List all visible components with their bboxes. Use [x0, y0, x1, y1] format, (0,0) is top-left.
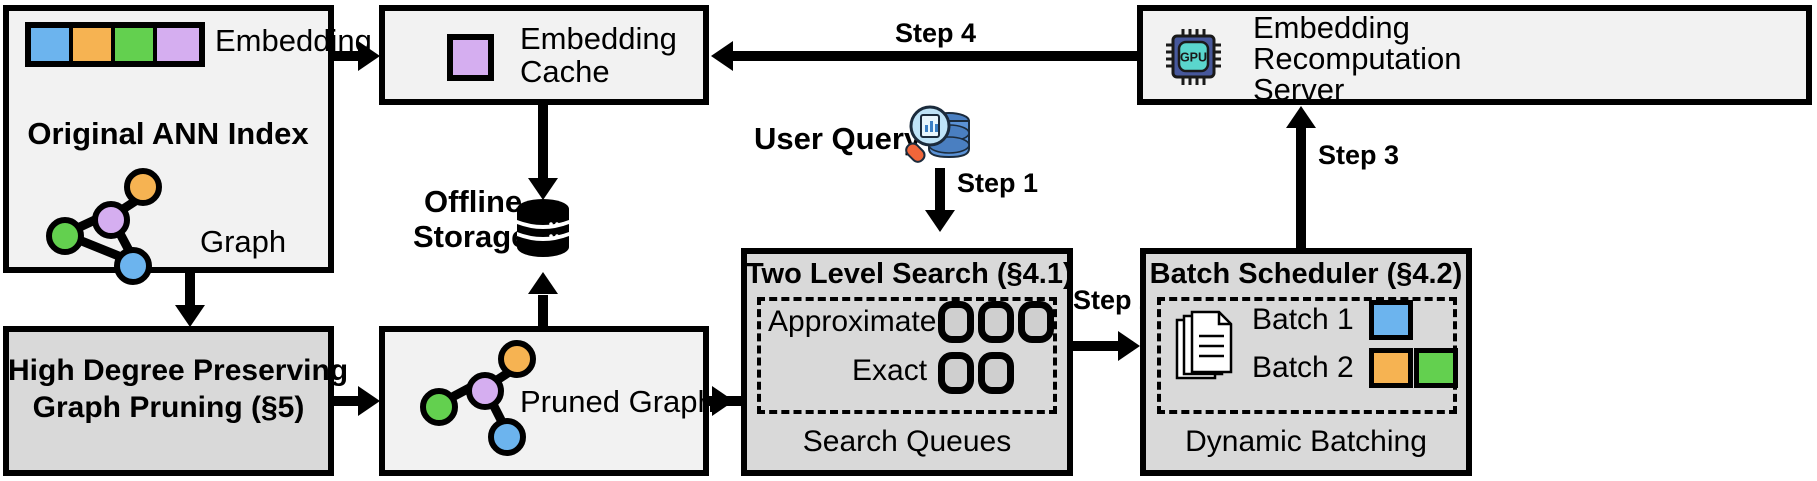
arrow-pruned-to-search-head — [712, 386, 734, 416]
queue-slot-approximate-2 — [978, 301, 1014, 343]
queue-slot-exact-1 — [938, 352, 974, 394]
graph-node-green — [46, 217, 84, 255]
documents-icon — [1175, 310, 1237, 386]
queue-slot-approximate-3 — [1018, 301, 1054, 343]
batch-1-label: Batch 1 — [1252, 303, 1354, 336]
ann-index-graph — [40, 168, 162, 285]
embedding-cache-line2: Cache — [520, 54, 610, 89]
step1-label: Step 1 — [957, 168, 1039, 198]
recomputation-server-line1: Embedding — [1253, 10, 1410, 45]
arrow-step3-head — [1286, 106, 1316, 128]
batch-2-label: Batch 2 — [1252, 351, 1354, 384]
graph-node-blue — [114, 247, 152, 285]
search-database-icon — [900, 103, 972, 169]
step4-label: Step 4 — [895, 18, 977, 48]
arrow-step3-line — [1296, 128, 1306, 248]
arrow-pruning-to-pruned-head — [358, 386, 380, 416]
exact-label: Exact — [852, 354, 928, 387]
user-query-label: User Query — [754, 121, 922, 156]
two-level-search-title: Two Level Search (§4.1) — [746, 258, 1073, 290]
graph-pruning-line2: Graph Pruning (§5) — [32, 391, 305, 424]
graph-pruning-line1: High Degree Preserving — [8, 354, 349, 387]
graph-node-green — [420, 388, 458, 426]
dynamic-batching-footer: Dynamic Batching — [1185, 425, 1427, 458]
graph-node-orange — [124, 168, 162, 206]
arrow-pruned-to-storage-head — [528, 272, 558, 294]
arrow-step2-line — [1073, 341, 1133, 351]
batch-1-chip-blue — [1369, 300, 1413, 340]
embedding-cache-line1: Embedding — [520, 21, 677, 56]
database-cylinder-icon — [515, 198, 571, 260]
recomputation-server-line3: Server — [1253, 72, 1345, 107]
box-graph-pruning — [3, 326, 334, 476]
batch-scheduler-title: Batch Scheduler (§4.2) — [1149, 258, 1463, 290]
arrow-step4-head — [711, 41, 733, 71]
graph-node-blue — [488, 418, 526, 456]
arrow-cache-to-storage-line — [538, 105, 548, 183]
embedding-swatch-strip — [25, 22, 205, 67]
search-queues-dashed-region — [757, 297, 1057, 414]
arrow-pruned-to-storage-line — [538, 295, 548, 330]
graph-label: Graph — [200, 224, 287, 259]
arrow-pruning-to-pruned-line — [334, 396, 370, 406]
offline-storage-line2: Storage — [413, 219, 529, 254]
batch-2-chip-orange — [1369, 348, 1413, 388]
arrow-step2-head — [1118, 331, 1140, 361]
arrow-step1-line — [935, 168, 945, 216]
embedding-swatch-purple — [157, 28, 200, 61]
arrow-ann-to-pruning-head — [175, 305, 205, 327]
graph-node-purple — [466, 372, 504, 410]
arrow-ann-to-cache-line — [334, 51, 370, 61]
graph-node-orange — [498, 340, 536, 378]
queue-slot-exact-2 — [978, 352, 1014, 394]
approximate-label: Approximate — [768, 305, 937, 338]
search-queues-footer: Search Queues — [802, 425, 1012, 458]
box-embedding-cache — [379, 5, 709, 105]
box-two-level-search — [741, 248, 1073, 476]
step3-label: Step 3 — [1318, 140, 1400, 170]
arrow-step1-head — [925, 210, 955, 232]
pruned-graph-graphic — [412, 340, 536, 456]
embedding-swatch-orange — [73, 28, 116, 61]
arrow-step4-line — [730, 51, 1138, 61]
batch-2-chip-green — [1414, 348, 1458, 388]
arrow-ann-to-cache-head — [358, 41, 380, 71]
purple-square-icon — [447, 34, 494, 81]
original-ann-index-title: Original ANN Index — [27, 116, 309, 151]
recomputation-server-line2: Recomputation — [1253, 41, 1462, 76]
embedding-swatch-blue — [31, 28, 74, 61]
offline-storage-line1: Offline — [424, 184, 523, 219]
pruned-graph-label: Pruned Graph — [520, 384, 715, 419]
arrow-ann-to-pruning-line — [185, 273, 195, 309]
box-embedding-recomputation-server — [1137, 5, 1812, 105]
arrow-cache-to-storage-head — [528, 178, 558, 200]
graph-node-purple — [92, 201, 130, 239]
embedding-swatch-green — [115, 28, 158, 61]
svg-text:GPU: GPU — [1180, 51, 1207, 65]
queue-slot-approximate-1 — [938, 301, 974, 343]
gpu-chip-icon: GPU — [1163, 27, 1227, 87]
